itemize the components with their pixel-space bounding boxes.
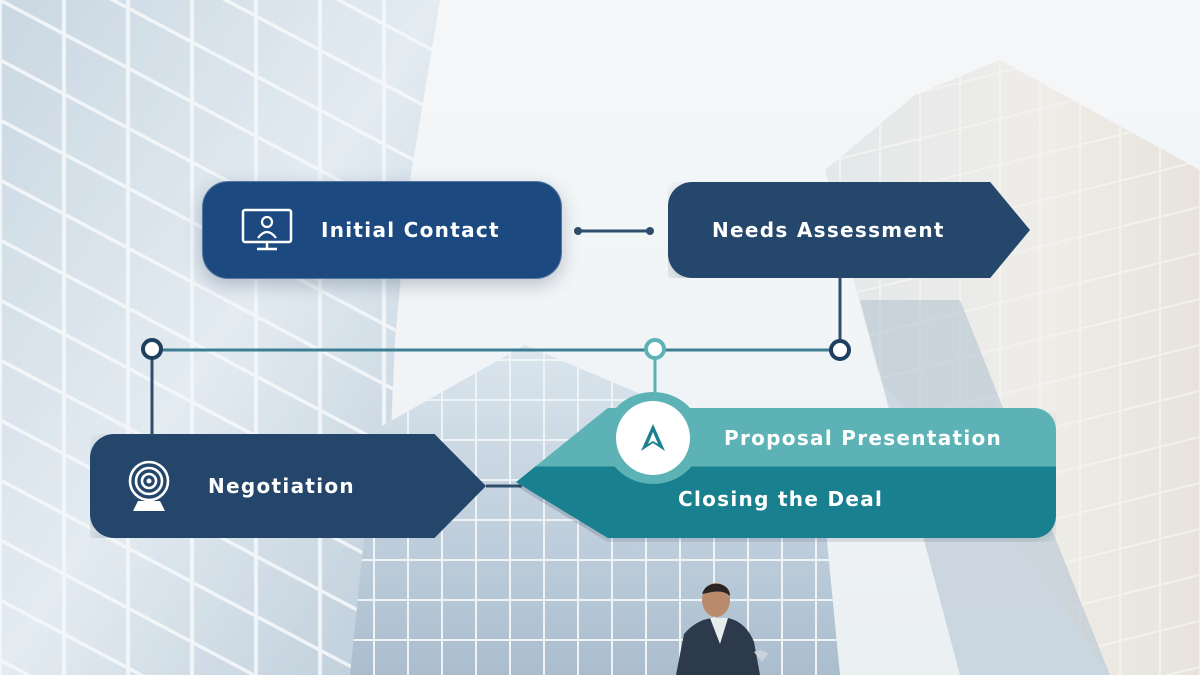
node-label: Needs Assessment (712, 218, 945, 242)
navigation-arrow-icon (641, 424, 665, 451)
proposal-presentation-badge (604, 392, 702, 484)
node-initial-contact: Initial Contact (202, 181, 562, 279)
webcam-icon (128, 460, 170, 511)
badge-inner-circle (616, 401, 690, 475)
monitor-user-icon (241, 208, 293, 251)
connector-dot (574, 227, 582, 235)
node-label-closing-the-deal: Closing the Deal (678, 487, 884, 511)
businessman-photo (676, 583, 768, 675)
junction-node-right (829, 339, 851, 361)
junction-node-center (644, 338, 666, 360)
node-needs-assessment: Needs Assessment (668, 182, 1030, 278)
junction-node-left (141, 338, 163, 360)
node-label: Negotiation (208, 474, 355, 498)
connector-dot (646, 227, 654, 235)
node-label-proposal-presentation: Proposal Presentation (724, 426, 1003, 450)
node-label: Initial Contact (321, 218, 500, 242)
node-negotiation: Negotiation (90, 434, 486, 538)
